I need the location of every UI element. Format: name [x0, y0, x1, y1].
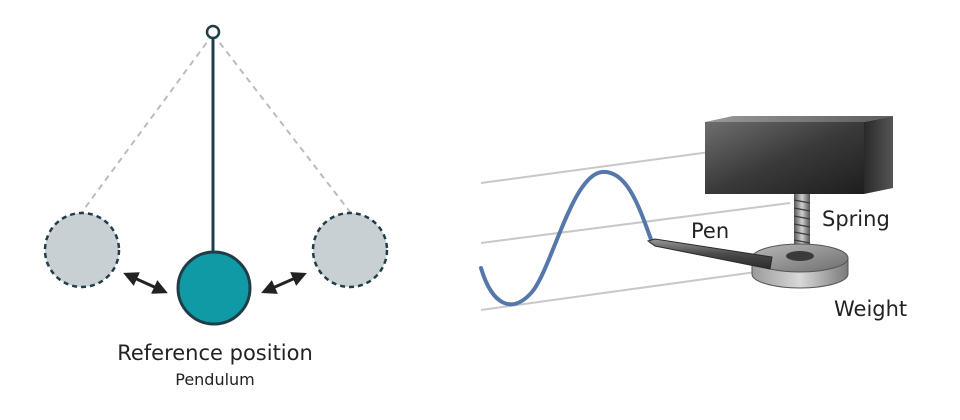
ghost-bob-left [43, 211, 121, 289]
paper-line-middle [480, 202, 791, 244]
paper-line-bottom [480, 269, 771, 311]
frame-block [705, 116, 893, 194]
paper-line-top [480, 151, 711, 184]
swing-arrow-right [261, 272, 307, 294]
weight-disc [751, 243, 849, 289]
pendulum-diagram: Reference position Pendulum [43, 24, 389, 389]
pen-arm [646, 238, 773, 270]
spring-label: Spring [822, 207, 890, 231]
pen-label: Pen [691, 219, 729, 243]
pendulum-caption: Pendulum [175, 370, 255, 389]
reference-position-label: Reference position [117, 341, 313, 365]
pendulum-bob [176, 250, 252, 326]
seismic-trace [479, 169, 654, 307]
swing-path-left [81, 33, 214, 213]
ghost-bob-right [311, 211, 389, 289]
weight-label: Weight [834, 297, 907, 321]
pivot-point [205, 24, 221, 40]
seismograph-diagram: Pen Spring Weight [479, 116, 907, 321]
swing-arrow-left [123, 272, 168, 294]
swing-path-right [212, 33, 351, 213]
